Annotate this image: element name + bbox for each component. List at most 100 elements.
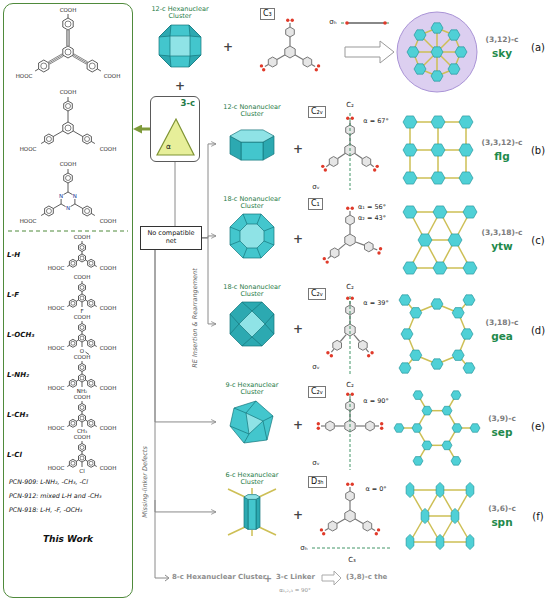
substituent: O — [80, 348, 84, 354]
branch-connector — [202, 144, 216, 238]
net-cluster-node — [466, 534, 474, 549]
benzene-ring — [79, 404, 86, 412]
bond — [53, 204, 61, 209]
aromatic-circle — [80, 416, 84, 420]
decision-box: No compatible net — [140, 226, 202, 250]
polyhedron-edge — [259, 527, 276, 535]
bond — [339, 244, 346, 250]
polyhedron-face — [230, 130, 274, 142]
bond — [326, 164, 329, 166]
net-cluster-node — [451, 508, 459, 523]
net-topology: (3,12)-c — [486, 36, 519, 44]
net-cluster-node — [403, 262, 417, 274]
net-cluster-node — [452, 424, 462, 433]
bond — [340, 335, 346, 342]
polyhedron-edge — [244, 434, 249, 443]
oxygen-atom — [380, 427, 383, 430]
cluster-heading: 12-c Nonanuclear Cluster — [216, 104, 288, 119]
bond — [67, 265, 69, 266]
benzene-ring — [79, 414, 86, 422]
oxygen-atom — [377, 251, 380, 254]
bond — [53, 131, 63, 137]
symmetry-element — [350, 394, 351, 470]
aromatic-circle — [66, 176, 71, 181]
branch-connector — [202, 238, 216, 324]
net-cluster-node — [414, 64, 426, 74]
bond — [325, 529, 328, 531]
bond — [331, 349, 334, 352]
bond — [66, 30, 67, 46]
linker-ring — [328, 521, 337, 531]
aromatic-circle — [66, 104, 71, 109]
panel-letter: (d) — [531, 325, 545, 336]
oxygen-atom — [351, 117, 354, 120]
net-cluster-node — [418, 234, 432, 246]
net-cluster-node — [401, 329, 413, 339]
cluster-building-block: 12-c Nonanuclear Cluster — [216, 104, 288, 169]
aromatic-circle — [80, 406, 84, 410]
net-cluster-node — [403, 116, 417, 128]
oxygen-atom — [351, 207, 354, 210]
bond — [48, 54, 62, 62]
oxygen-atom — [346, 207, 349, 210]
net-cluster-node — [452, 308, 464, 318]
oxygen-atom — [325, 260, 328, 263]
point-group-box: C₂ᵥ — [308, 106, 326, 118]
bond — [82, 241, 83, 244]
net-name: sep — [492, 427, 513, 439]
bond — [67, 305, 69, 306]
bond — [68, 14, 69, 18]
benzene-ring — [69, 299, 76, 307]
point-group-box: C₁ — [308, 198, 323, 210]
hollow-arrow-connector — [140, 128, 150, 131]
acid-group: COOH — [100, 265, 117, 271]
net-name: flg — [494, 151, 509, 163]
ring-nitrogen: N — [59, 193, 64, 199]
polyhedron-edge — [264, 227, 274, 231]
angle-label: α = 90° — [363, 398, 388, 405]
point-group-box: D₃ₕ — [308, 476, 327, 488]
benzene-ring — [79, 284, 86, 292]
bond — [67, 385, 69, 386]
oxygen-atom — [324, 168, 327, 171]
bond — [355, 519, 363, 524]
net-cluster-node — [431, 359, 443, 369]
bond — [289, 37, 290, 46]
polyhedron-face — [248, 499, 256, 529]
oxygen-atom — [345, 21, 349, 25]
ligand-structures — [8, 14, 128, 467]
aromatic-circle — [65, 21, 71, 27]
net-cluster-node — [403, 172, 417, 184]
net-cluster-node — [448, 64, 460, 74]
benzene-ring — [45, 206, 54, 216]
caption-text: This Work — [4, 534, 132, 544]
mirror-plane-label: σₕ — [300, 545, 307, 553]
plus-sign: + — [293, 323, 303, 336]
net-link — [410, 541, 440, 543]
net-cluster-node — [421, 508, 429, 523]
bond — [82, 361, 83, 364]
aromatic-circle — [85, 137, 90, 142]
linker-ring — [366, 421, 375, 431]
benzene-ring — [45, 134, 54, 144]
polyhedron-edge — [246, 401, 256, 413]
net-cluster-node — [452, 350, 464, 360]
aromatic-circle — [89, 301, 93, 305]
branch-label: Missing-linker Defects — [142, 446, 149, 518]
net-illustrations — [394, 12, 480, 550]
linker-ring — [363, 521, 372, 531]
oxygen-atom — [260, 64, 263, 67]
angle-label: α = 0° — [365, 486, 386, 493]
net-link — [440, 541, 470, 543]
net-cluster-node — [431, 144, 445, 156]
bond — [95, 385, 97, 386]
aromatic-circle — [65, 125, 71, 131]
bond — [349, 487, 350, 491]
polyhedron-face — [246, 413, 263, 434]
bond — [321, 425, 325, 426]
acid-group: COOH — [74, 354, 91, 360]
linker-type-box: 3-cα — [150, 96, 200, 162]
net-name: gea — [491, 331, 513, 343]
angle-label: α = 39° — [363, 300, 388, 307]
plus-sign: + — [175, 80, 185, 93]
